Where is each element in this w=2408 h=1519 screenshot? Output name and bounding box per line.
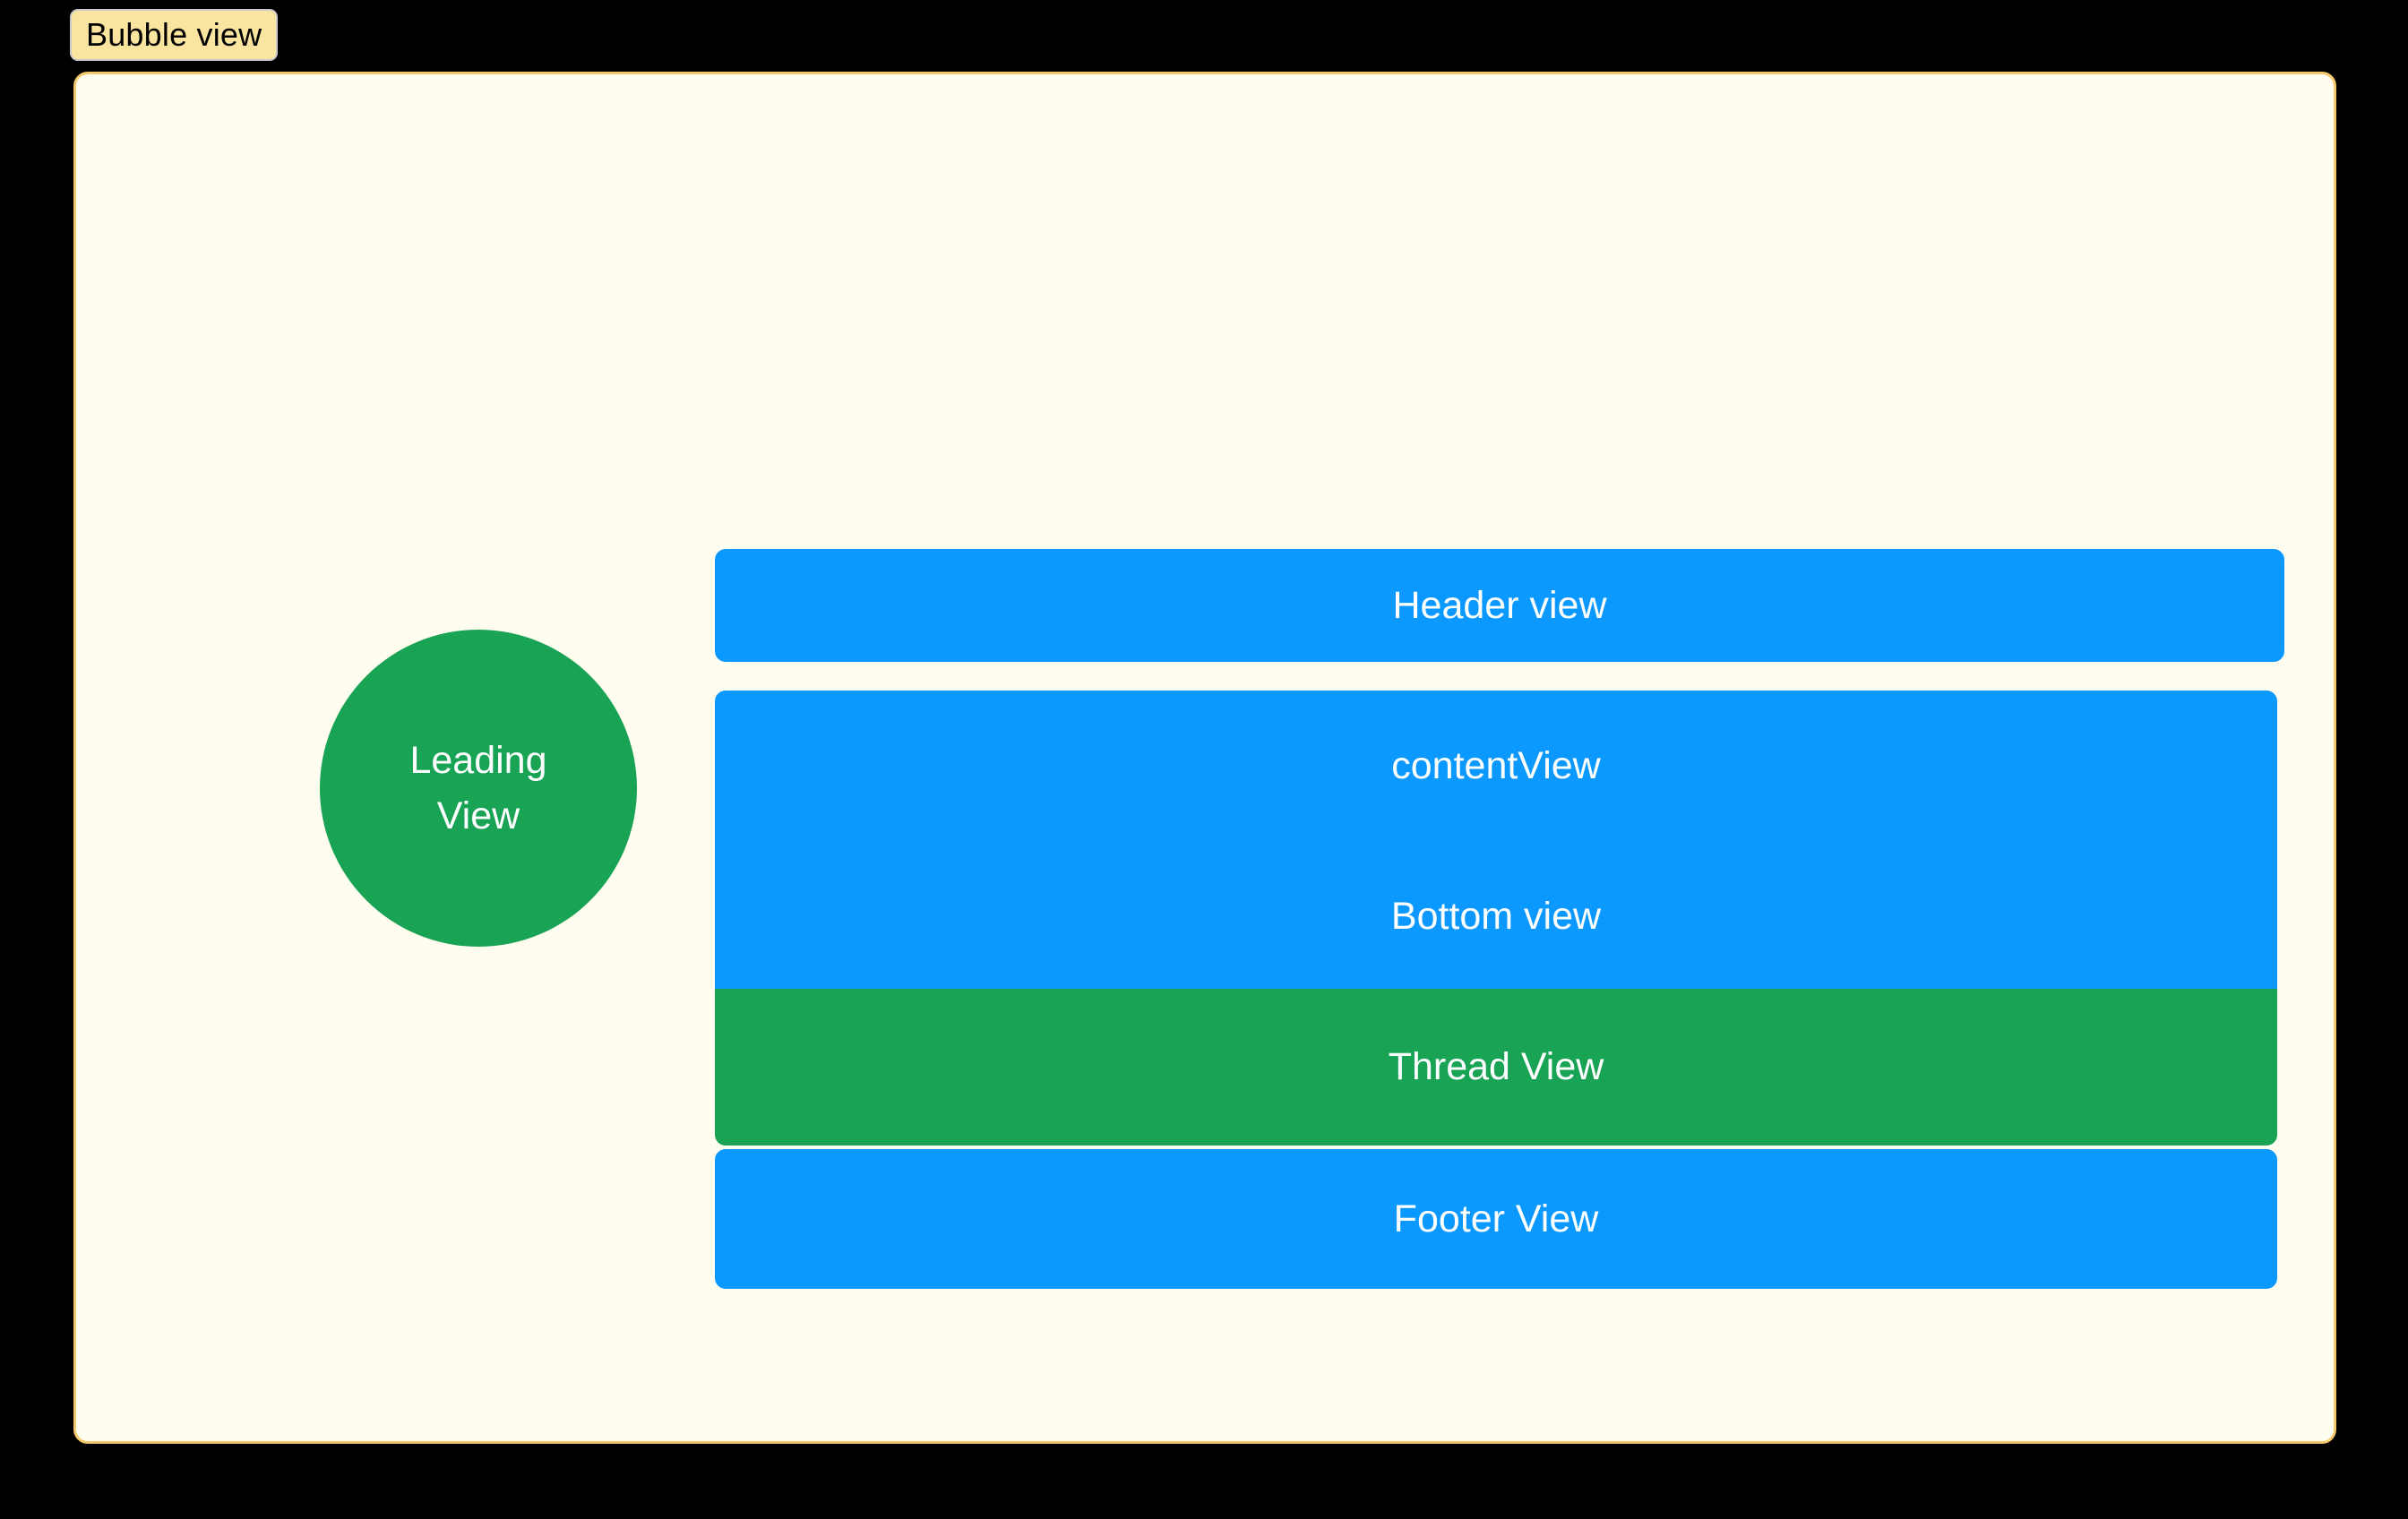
bubble-view-tag: Bubble view [70, 9, 279, 61]
content-view-label: contentView [1391, 743, 1601, 787]
bubble-view-container: Leading View Header view contentView Bot… [73, 72, 2336, 1444]
leading-view: Leading View [320, 630, 637, 947]
thread-view: Thread View [715, 989, 2277, 1146]
leading-view-label-line1: Leading [409, 738, 547, 782]
content-view: contentView Bottom view [715, 691, 2277, 991]
bubble-view-tag-label: Bubble view [86, 16, 262, 53]
footer-view: Footer View [715, 1149, 2277, 1289]
bottom-view-label-row: Bottom view [715, 841, 2277, 991]
content-view-label-row: contentView [715, 691, 2277, 841]
footer-view-label: Footer View [1393, 1197, 1599, 1240]
header-view: Header view [715, 549, 2284, 662]
header-view-label: Header view [1392, 583, 1607, 627]
bottom-view-label: Bottom view [1390, 894, 1602, 938]
leading-view-label-line2: View [436, 794, 520, 837]
thread-view-label: Thread View [1388, 1045, 1604, 1088]
